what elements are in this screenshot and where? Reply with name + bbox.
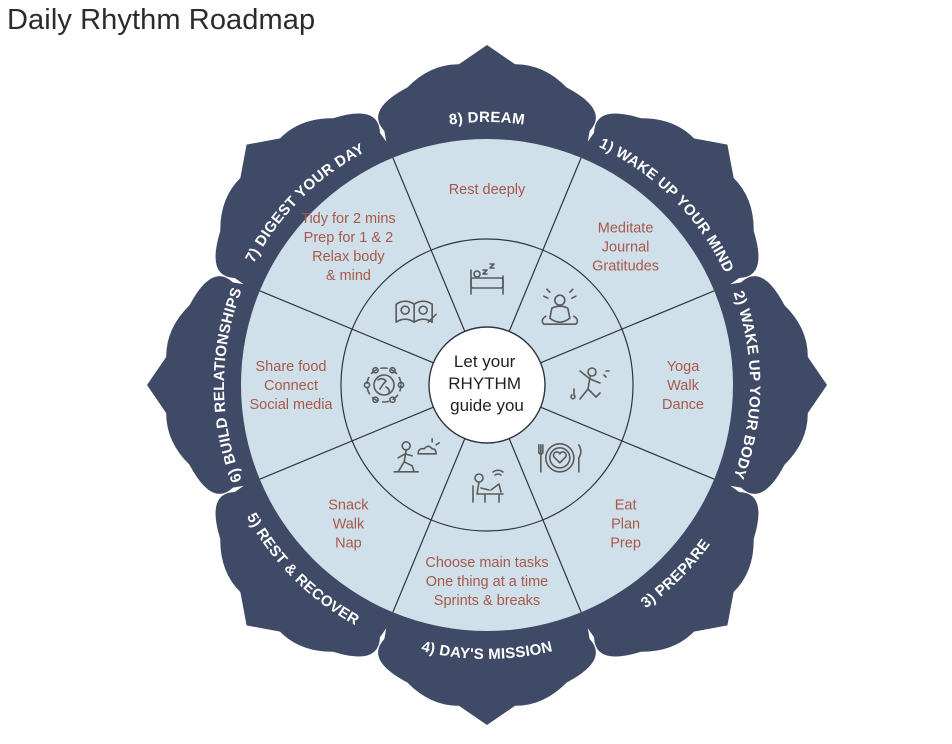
dancing-person-icon — [570, 367, 610, 400]
petal — [215, 113, 403, 301]
activity-item: Connect — [264, 378, 318, 394]
petal — [571, 113, 759, 301]
activity-item: Walk — [667, 378, 699, 394]
meditation-icon — [541, 288, 579, 325]
petal — [702, 276, 827, 494]
petals — [147, 45, 827, 725]
activity-item: Gratitudes — [592, 258, 659, 274]
activity-item: Rest deeply — [449, 182, 526, 198]
activity-item: Yoga — [667, 359, 700, 375]
sector-dividers — [259, 157, 715, 613]
activity-item: Choose main tasks — [425, 555, 548, 571]
activity-item: Prep — [610, 536, 641, 552]
activity-item: Share food — [256, 359, 327, 375]
center-circle — [428, 326, 546, 444]
center-text: Let your RHYTHM guide you — [448, 352, 525, 415]
activity-list: Rest deeply — [449, 182, 526, 198]
petal — [147, 276, 272, 494]
activity-item: Nap — [335, 536, 362, 552]
petal — [378, 45, 596, 170]
activity-item: Sprints & breaks — [434, 593, 540, 609]
center-line: guide you — [450, 396, 524, 415]
activity-item: Relax body — [312, 249, 385, 265]
sector-divider — [540, 406, 715, 480]
sector-divider — [508, 157, 582, 332]
activity-item: Plan — [611, 517, 640, 533]
sector-divider — [259, 290, 434, 364]
walking-outdoors-icon — [393, 438, 440, 473]
activity-item: Snack — [328, 498, 369, 514]
activity-item: & mind — [326, 268, 371, 284]
center-line: Let your — [454, 352, 516, 371]
activity-item: Walk — [333, 517, 365, 533]
sector-divider — [392, 438, 466, 613]
inner-ring — [340, 238, 634, 532]
page-title: Daily Rhythm Roadmap — [7, 4, 316, 36]
activity-item: Tidy for 2 mins — [301, 211, 396, 227]
sector-divider — [259, 406, 434, 480]
activity-item: Journal — [602, 239, 650, 255]
activity-item: Eat — [615, 498, 637, 514]
sector-icons — [363, 263, 610, 503]
activity-item: Meditate — [598, 220, 654, 236]
desk-work-icon — [472, 469, 504, 503]
activity-item: Prep for 1 & 2 — [304, 230, 393, 246]
sector-divider — [392, 157, 466, 332]
activity-item: Social media — [249, 397, 333, 413]
sleeping-bed-icon — [470, 263, 504, 295]
petal — [571, 469, 759, 657]
activity-item: Dance — [662, 397, 704, 413]
globe-network-icon — [363, 366, 405, 404]
petal — [378, 600, 596, 725]
journal-book-icon — [395, 300, 437, 323]
center-line: RHYTHM — [448, 374, 521, 393]
petal — [215, 469, 403, 657]
sector-divider — [540, 290, 715, 364]
petal-label: 8) DREAM — [448, 109, 526, 129]
sector-divider — [508, 438, 582, 613]
activity-item: One thing at a time — [426, 574, 549, 590]
plate-heart-icon — [538, 443, 582, 473]
